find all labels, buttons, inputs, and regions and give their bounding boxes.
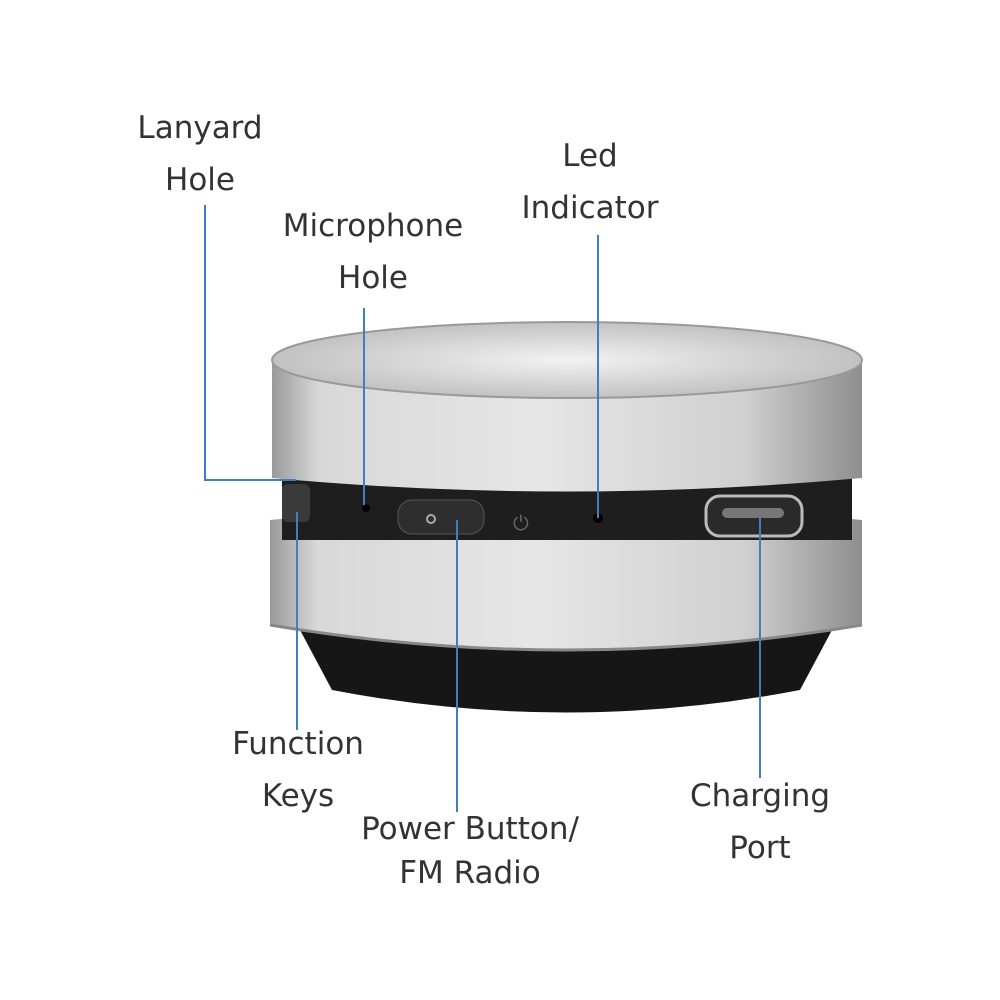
- label-line: Keys: [261, 778, 335, 814]
- label-line: Hole: [165, 162, 235, 198]
- label-line: Charging: [689, 778, 831, 814]
- label-line: Hole: [338, 260, 408, 296]
- label-function-keys: Function Keys: [232, 718, 364, 822]
- label-led-indicator: Led Indicator: [522, 130, 659, 234]
- speaker-base: [300, 630, 832, 713]
- label-charging-port: Charging Port: [690, 770, 830, 874]
- label-line: FM Radio: [399, 855, 541, 891]
- label-line: Indicator: [521, 190, 659, 226]
- label-lanyard-hole: Lanyard Hole: [137, 102, 262, 206]
- label-line: Function: [232, 726, 364, 762]
- label-line: Power Button/: [361, 811, 579, 847]
- label-line: Microphone: [282, 208, 464, 244]
- speaker-top: [271, 321, 863, 399]
- label-line: Led: [562, 138, 618, 174]
- label-microphone-hole: Microphone Hole: [283, 200, 463, 304]
- label-power-button: Power Button/ FM Radio: [361, 807, 579, 895]
- lanyard-leader: [204, 205, 296, 481]
- label-line: Port: [729, 830, 791, 866]
- leader-lines: [204, 205, 761, 812]
- function-keys: [282, 484, 310, 522]
- microphone-hole: [362, 504, 370, 512]
- power-symbol-icon: ⏻: [513, 511, 529, 535]
- label-line: Lanyard: [137, 110, 263, 146]
- speaker-lower-body: [270, 505, 862, 650]
- power-button: [397, 499, 485, 535]
